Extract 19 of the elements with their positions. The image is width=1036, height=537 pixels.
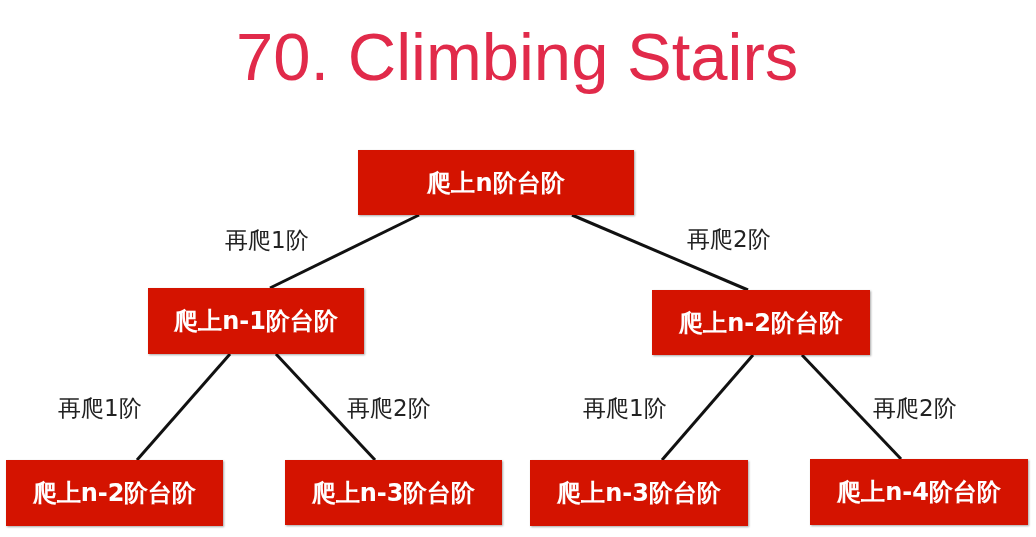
state-box: 爬上n-1阶台阶 [148, 288, 364, 354]
edge-label: 再爬1阶 [58, 395, 142, 422]
connector-line [571, 213, 749, 292]
connector-line [660, 354, 755, 461]
state-box: 爬上n阶台阶 [358, 150, 634, 215]
connector-line [800, 353, 903, 461]
state-box: 爬上n-2阶台阶 [6, 460, 223, 526]
edge-label: 再爬1阶 [225, 227, 309, 254]
edge-label: 再爬2阶 [687, 226, 771, 253]
edge-label: 再爬2阶 [873, 395, 957, 422]
edge-label: 再爬2阶 [347, 395, 431, 422]
state-box: 爬上n-3阶台阶 [285, 460, 502, 525]
connector-line [274, 352, 377, 462]
state-box: 爬上n-2阶台阶 [652, 290, 870, 355]
state-box: 爬上n-3阶台阶 [530, 460, 748, 526]
state-box: 爬上n-4阶台阶 [810, 459, 1028, 525]
connector-line [269, 213, 420, 290]
edge-label: 再爬1阶 [583, 395, 667, 422]
connector-line [135, 353, 232, 461]
